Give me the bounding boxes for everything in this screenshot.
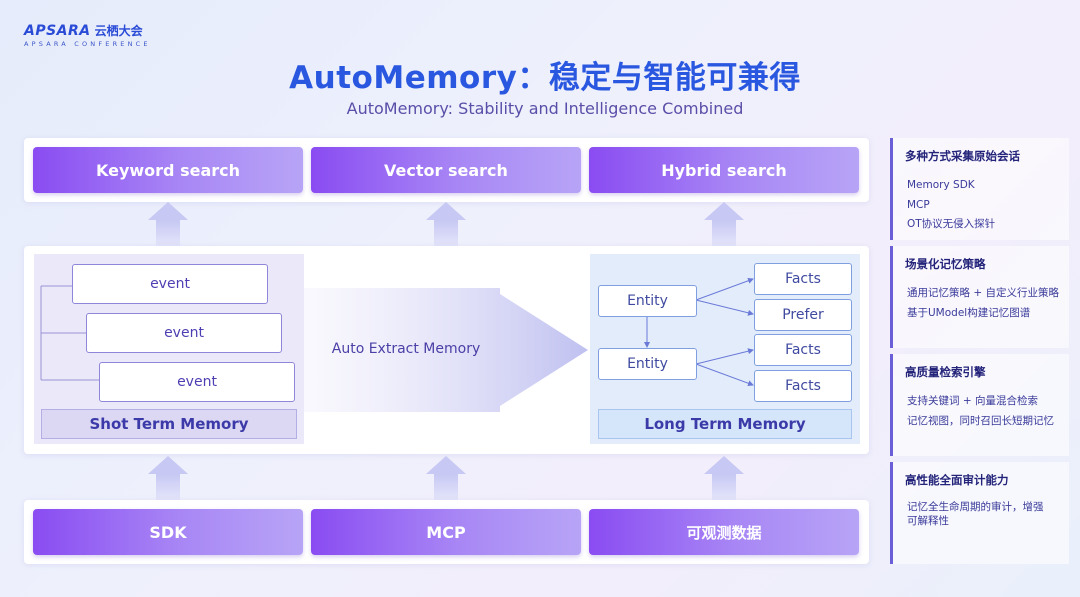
- feature-item: 通用记忆策略 + 自定义行业策略: [907, 287, 1059, 299]
- feature-item: 可解释性: [907, 515, 949, 527]
- feature-item: MCP: [907, 198, 930, 211]
- long-term-memory-label: Long Term Memory: [598, 409, 852, 439]
- up-arrow-icon: [148, 456, 188, 500]
- sdk-button[interactable]: SDK: [33, 509, 303, 555]
- up-arrow-icon: [426, 202, 466, 246]
- sources-panel: SDK MCP 可观测数据: [24, 500, 869, 564]
- feature-item: 记忆视图，同时召回长短期记忆: [907, 414, 1054, 427]
- up-arrow-icon: [148, 202, 188, 246]
- extract-arrow-icon: [304, 288, 588, 412]
- event-node: event: [72, 264, 268, 304]
- entity-node: Entity: [598, 285, 697, 317]
- logo-subtitle: APSARA CONFERENCE: [24, 40, 151, 48]
- up-arrow-icon: [426, 456, 466, 500]
- feature-item: OT协议无侵入探针: [907, 218, 996, 230]
- entity-node: Entity: [598, 348, 697, 380]
- feature-item: 支持关键词 + 向量混合检索: [907, 395, 1038, 407]
- page-subtitle: AutoMemory: Stability and Intelligence C…: [346, 99, 744, 118]
- feature-card: 高性能全面审计能力 记忆全生命周期的审计，增强 可解释性: [890, 462, 1069, 564]
- feature-item: 基于UModel构建记忆图谱: [907, 306, 1031, 319]
- facts-node: Facts: [754, 263, 852, 295]
- event-node: event: [99, 362, 295, 402]
- hybrid-search-button[interactable]: Hybrid search: [589, 147, 859, 193]
- feature-title: 场景化记忆策略: [905, 257, 986, 271]
- feature-card: 场景化记忆策略 通用记忆策略 + 自定义行业策略 基于UModel构建记忆图谱: [890, 246, 1069, 348]
- event-tree-lines: [40, 285, 99, 381]
- page-title: AutoMemory：稳定与智能可兼得: [289, 60, 801, 96]
- auto-extract-label: Auto Extract Memory: [331, 341, 481, 357]
- logo-wordmark: APSARA: [24, 23, 91, 39]
- mcp-button[interactable]: MCP: [311, 509, 581, 555]
- entity-graph-edges: [644, 277, 754, 387]
- feature-item: 记忆全生命周期的审计，增强: [907, 501, 1044, 513]
- up-arrow-icon: [704, 202, 744, 246]
- feature-title: 多种方式采集原始会话: [905, 149, 1020, 163]
- prefer-node: Prefer: [754, 299, 852, 331]
- feature-title: 高质量检索引擎: [905, 365, 986, 379]
- facts-node: Facts: [754, 334, 852, 366]
- feature-title: 高性能全面审计能力: [905, 473, 1009, 487]
- feature-item: Memory SDK: [907, 179, 975, 191]
- up-arrow-icon: [704, 456, 744, 500]
- feature-card: 多种方式采集原始会话 Memory SDK MCP OT协议无侵入探针: [890, 138, 1069, 240]
- event-node: event: [86, 313, 282, 353]
- short-term-memory-label: Shot Term Memory: [41, 409, 297, 439]
- long-term-memory-area: Entity Entity Facts Prefer Facts Facts L…: [590, 254, 860, 444]
- feature-card: 高质量检索引擎 支持关键词 + 向量混合检索 记忆视图，同时召回长短期记忆: [890, 354, 1069, 456]
- logo-cn: 云栖大会: [94, 24, 143, 38]
- vector-search-button[interactable]: Vector search: [311, 147, 581, 193]
- short-term-memory-area: event event event Shot Term Memory: [34, 254, 304, 444]
- observability-data-button[interactable]: 可观测数据: [589, 509, 859, 555]
- keyword-search-button[interactable]: Keyword search: [33, 147, 303, 193]
- facts-node: Facts: [754, 370, 852, 402]
- search-panel: Keyword search Vector search Hybrid sear…: [24, 138, 869, 202]
